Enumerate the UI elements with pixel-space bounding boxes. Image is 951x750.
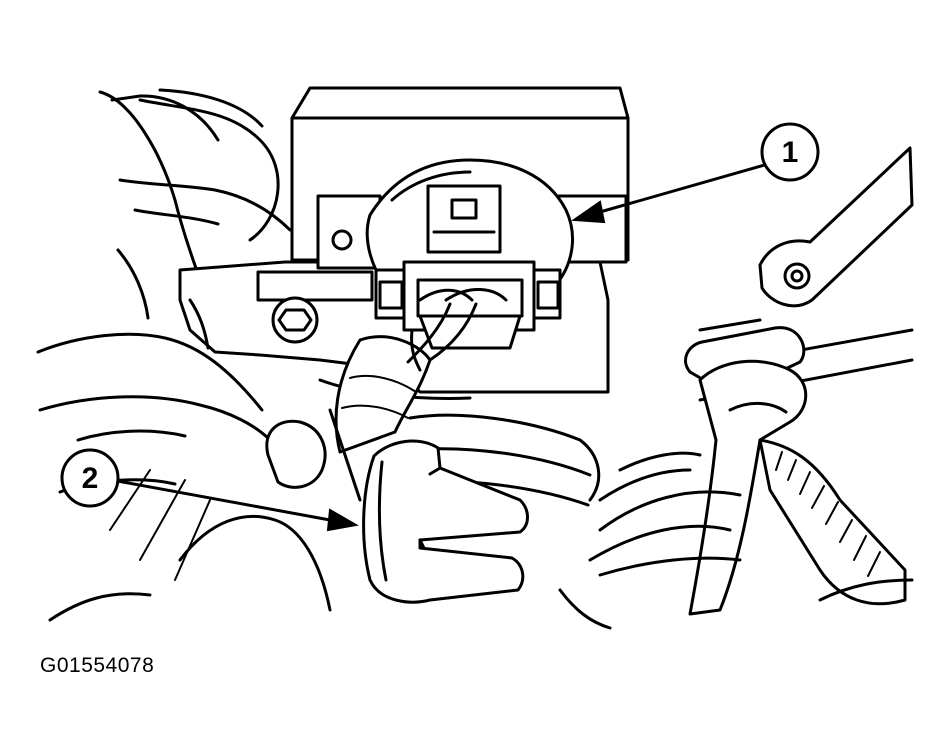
- callout-1-label: 1: [782, 136, 799, 169]
- callout-2: 2: [60, 448, 359, 532]
- harness-retainer-clip: [362, 439, 529, 604]
- right-engine-components: [558, 146, 914, 630]
- figure-code: G01554078: [40, 654, 155, 677]
- callout-1-arrowhead: [571, 200, 606, 224]
- electrical-connector: [365, 158, 574, 350]
- callout-2-label: 2: [82, 462, 99, 495]
- callout-2-arrowhead: [326, 508, 359, 532]
- callout-1: 1: [571, 122, 820, 224]
